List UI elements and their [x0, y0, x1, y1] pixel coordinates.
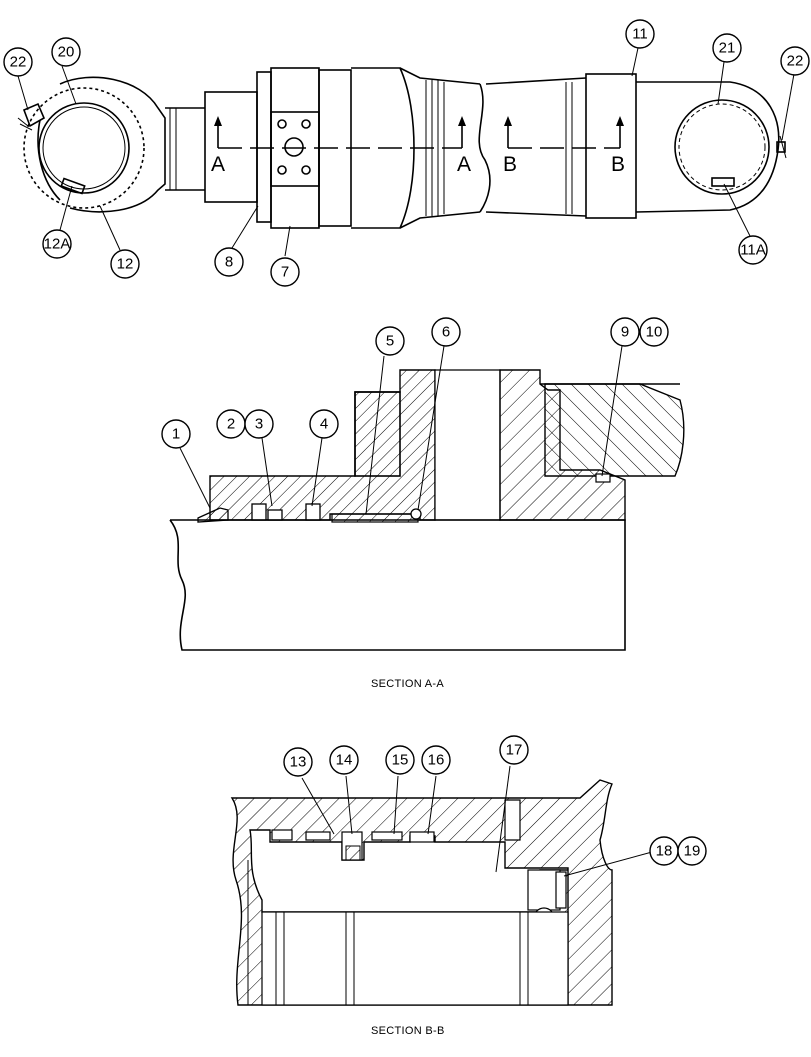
callout-8: 8: [214, 247, 244, 277]
section-bb-view: [230, 765, 653, 1006]
callout-22-left: 22: [3, 47, 33, 77]
svg-text:8: 8: [225, 254, 233, 271]
section-bb-bore: [247, 860, 569, 1006]
section-a-left-label: A: [211, 153, 225, 176]
svg-text:7: 7: [281, 264, 289, 281]
svg-text:2: 2: [227, 416, 235, 433]
head-end-eye: [635, 81, 787, 213]
callout-12a: 12A: [42, 229, 72, 259]
callout-3: 3: [244, 409, 274, 439]
cylinder-assembly-view: A A B B: [17, 47, 795, 257]
section-aa-seals: [197, 473, 611, 523]
callout-15: 15: [385, 745, 415, 775]
callout-10: 10: [639, 317, 669, 347]
svg-text:16: 16: [428, 752, 445, 769]
leader-lines-bb: [301, 765, 653, 877]
callout-11a: 11A: [738, 235, 768, 265]
svg-text:20: 20: [58, 44, 75, 61]
section-aa-view: [169, 345, 685, 651]
svg-text:11: 11: [632, 26, 648, 43]
callout-21: 21: [712, 33, 742, 63]
rod-section: [169, 519, 626, 651]
svg-text:18: 18: [656, 843, 673, 860]
callout-18: 18: [649, 836, 679, 866]
svg-text:17: 17: [506, 742, 523, 759]
section-b-left-label: B: [503, 153, 517, 176]
svg-text:15: 15: [392, 752, 409, 769]
cylinder-barrel: [399, 67, 637, 229]
section-bb-seals: [271, 799, 567, 929]
callouts: 22 20 12A 12 8 7 11 21 11A 22 1 2 3 4 5 …: [3, 19, 810, 866]
section-a-right-label: A: [457, 153, 471, 176]
callout-16: 16: [421, 745, 451, 775]
callout-19: 19: [677, 836, 707, 866]
svg-text:5: 5: [386, 333, 394, 350]
callout-4: 4: [309, 409, 339, 439]
callout-14: 14: [329, 745, 359, 775]
head-flange-section: [434, 369, 501, 521]
grease-fitting-left: [17, 102, 46, 131]
svg-text:6: 6: [442, 324, 450, 341]
callout-1: 1: [161, 419, 191, 449]
callout-7: 7: [270, 257, 300, 287]
svg-text:13: 13: [290, 754, 307, 771]
callout-17: 17: [499, 735, 529, 765]
svg-text:19: 19: [684, 843, 701, 860]
callout-20: 20: [51, 37, 81, 67]
svg-text:21: 21: [719, 40, 736, 57]
svg-text:14: 14: [336, 752, 353, 769]
callout-2: 2: [216, 409, 246, 439]
section-cut-line-aa: A A: [211, 116, 471, 176]
callout-13: 13: [283, 747, 313, 777]
svg-text:12A: 12A: [44, 236, 71, 253]
gland-section: [209, 369, 436, 521]
section-aa-caption: SECTION A-A: [371, 678, 444, 690]
svg-text:10: 10: [646, 324, 663, 341]
svg-text:9: 9: [621, 324, 629, 341]
callout-6: 6: [431, 317, 461, 347]
svg-text:3: 3: [255, 416, 263, 433]
leader-lines-top: [17, 47, 795, 257]
section-bb-caption: SECTION B-B: [371, 1025, 445, 1037]
svg-text:22: 22: [787, 53, 804, 70]
leader-lines-aa: [179, 345, 623, 515]
svg-text:11A: 11A: [740, 242, 766, 259]
svg-text:22: 22: [10, 54, 27, 71]
callout-11: 11: [625, 19, 655, 49]
piston-rod: [165, 107, 205, 191]
callout-9: 9: [610, 317, 640, 347]
section-cut-line-bb: B B: [503, 116, 625, 176]
callout-5: 5: [375, 326, 405, 356]
callout-22-right: 22: [780, 46, 810, 76]
rod-end-eye: [23, 76, 166, 213]
section-b-right-label: B: [611, 153, 625, 176]
svg-text:12: 12: [117, 256, 134, 273]
svg-text:1: 1: [172, 426, 180, 443]
callout-12: 12: [110, 249, 140, 279]
svg-text:4: 4: [320, 416, 328, 433]
